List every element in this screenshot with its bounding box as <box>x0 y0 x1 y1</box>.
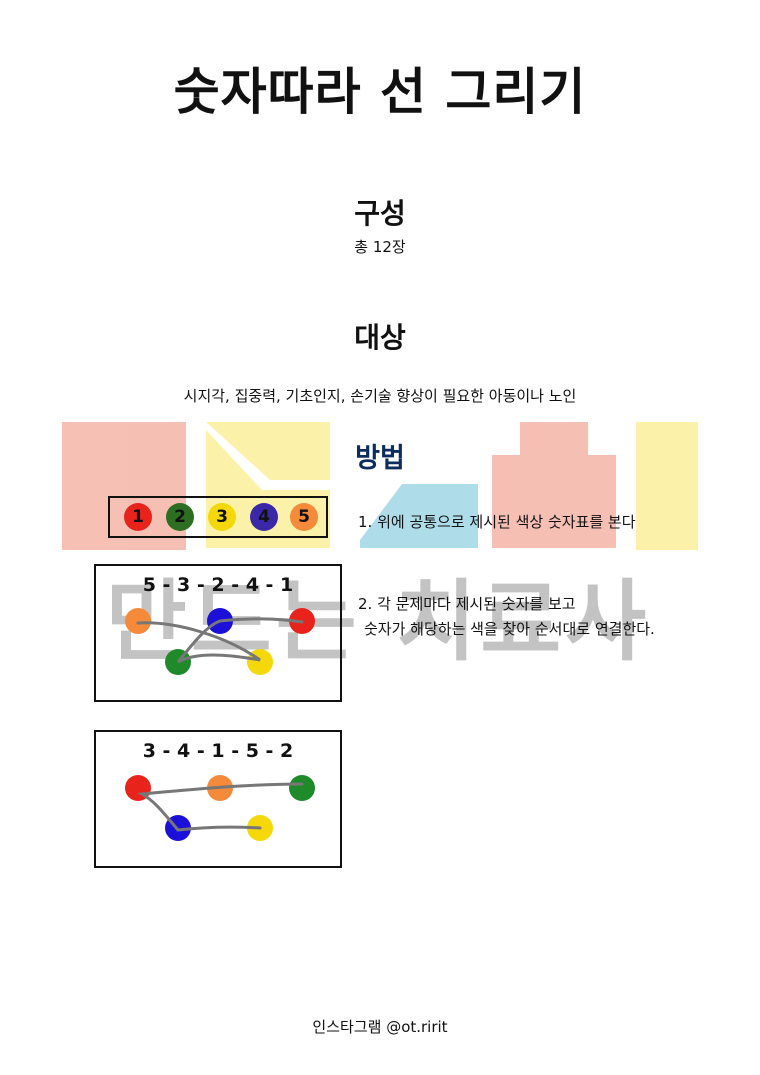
example-1-dot-orange <box>125 608 151 634</box>
legend-num-3: 3 <box>216 507 228 527</box>
footer-instagram: 인스타그램 @ot.ririt <box>312 1018 448 1036</box>
composition-heading: 구성 <box>354 197 406 230</box>
example-2-sequence: 3 - 4 - 1 - 5 - 2 <box>142 740 294 762</box>
legend-dot-4: 4 <box>250 503 278 531</box>
example-2-dot-green <box>289 775 315 801</box>
legend-num-5: 5 <box>298 507 310 527</box>
method-step-1: 1. 위에 공통으로 제시된 색상 숫자표를 본다 <box>358 513 636 531</box>
example-2-drawing <box>125 775 315 841</box>
target-text: 시지각, 집중력, 기초인지, 손기술 향상이 필요한 아동이나 노인 <box>183 387 577 405</box>
method-step-2-line-1: 2. 각 문제마다 제시된 숫자를 보고 <box>358 595 576 613</box>
legend-dot-5: 5 <box>290 503 318 531</box>
method-heading: 방법 <box>355 443 405 474</box>
legend-dot-1: 1 <box>124 503 152 531</box>
target-heading: 대상 <box>354 321 406 354</box>
legend-dot-2: 2 <box>166 503 194 531</box>
composition-text: 총 12장 <box>354 238 406 256</box>
page-title: 숫자따라 선 그리기 <box>173 63 587 121</box>
legend-num-1: 1 <box>132 507 144 527</box>
legend-dot-3: 3 <box>208 503 236 531</box>
legend-num-2: 2 <box>174 507 186 527</box>
example-2-connecting-line <box>137 782 304 832</box>
example-puzzle-2: 3 - 4 - 1 - 5 - 2 <box>94 730 342 868</box>
example-1-connecting-line <box>136 617 304 664</box>
legend-num-4: 4 <box>258 507 270 527</box>
example-puzzle-1: 5 - 3 - 2 - 4 - 1 <box>94 564 342 702</box>
color-number-legend: 1 2 3 4 5 <box>108 496 328 538</box>
method-step-2-line-2: 숫자가 해당하는 색을 찾아 순서대로 연결한다. <box>364 620 655 638</box>
example-1-drawing <box>125 608 315 675</box>
example-1-sequence: 5 - 3 - 2 - 4 - 1 <box>142 574 294 596</box>
